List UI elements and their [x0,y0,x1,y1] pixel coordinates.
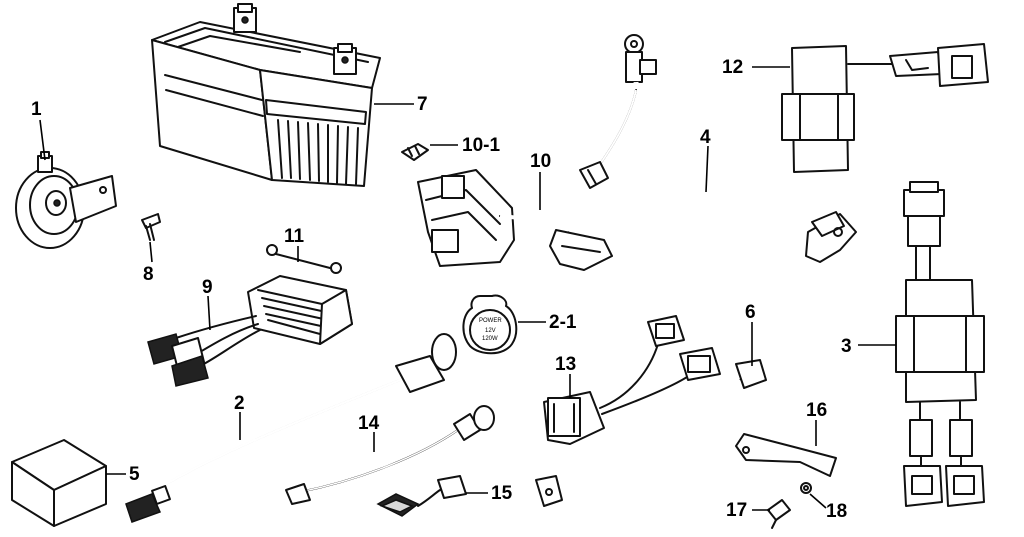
relay-clip-part [401,143,429,161]
label-part-15: 15 [491,483,513,504]
label-part-10: 10 [530,151,552,172]
label-part-18: 18 [826,501,848,522]
screw-8-part [141,213,161,241]
label-part-12: 12 [722,57,744,78]
flasher-part: POWER 12V 120W [462,294,518,355]
label-part-7: 7 [417,94,428,115]
flasher-print-power: POWER [479,318,502,324]
washer-18-part [800,482,812,494]
flasher-print-watt: 120W [482,336,498,342]
relay-12-part [781,43,989,173]
harness-2-part [125,333,457,523]
label-part-16: 16 [806,400,828,421]
label-part-11: 11 [284,226,305,247]
label-part-3: 3 [841,336,852,357]
label-part-5: 5 [129,464,140,485]
label-part-14: 14 [358,413,380,434]
harness-14-part [285,405,495,505]
label-part-2-1: 2-1 [549,312,577,333]
label-part-2: 2 [234,393,245,414]
label-part-1: 1 [31,99,42,120]
battery-part [151,3,381,187]
label-part-4: 4 [700,127,711,148]
bracket-16-part [735,433,837,477]
fuse-15-part [376,475,467,517]
bulb-17-part [767,499,791,529]
horn-part [15,151,117,249]
label-part-10-1: 10-1 [462,135,501,156]
flasher-print-volt: 12V [485,328,496,334]
ground-cable-part [535,359,767,507]
screws-11-part [266,244,342,274]
label-part-17: 17 [726,500,748,521]
label-part-9: 9 [202,277,213,298]
label-part-6: 6 [745,302,756,323]
battery-cable-part [579,34,857,263]
relay-3-part [895,181,985,507]
regulator-part [147,275,353,387]
starter-relay-part [417,169,613,271]
label-part-13: 13 [555,354,577,375]
label-part-8: 8 [143,264,154,285]
leader-lines [39,66,896,511]
relay-13-part [543,315,721,445]
box-5-part [11,439,107,527]
